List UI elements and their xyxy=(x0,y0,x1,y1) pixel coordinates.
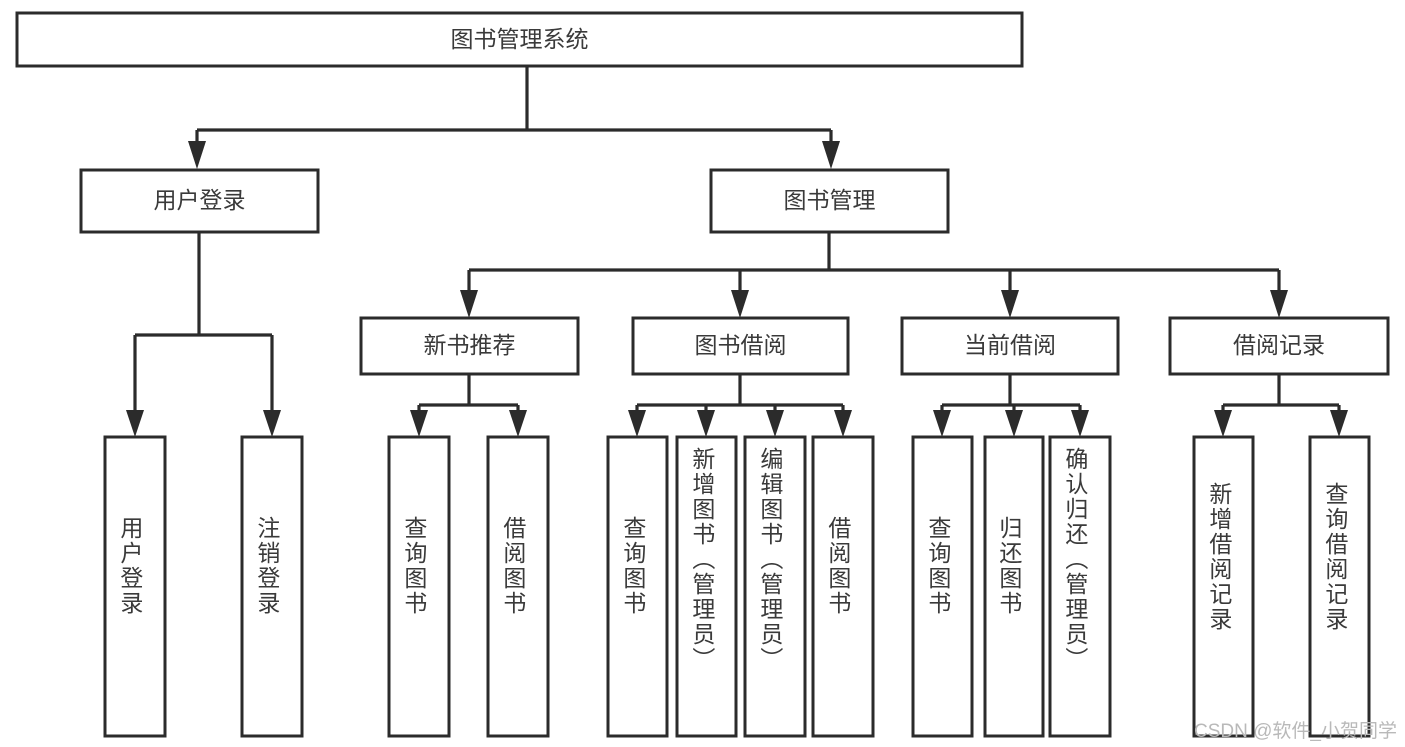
node-new-book-recommend[interactable]: 新书推荐 xyxy=(359,316,580,376)
connector-user-login-to-leaves xyxy=(126,232,281,437)
leaf-query-borrow-record-box[interactable] xyxy=(1308,435,1371,738)
arrow-head-icon xyxy=(1270,290,1288,318)
leaf-query-book-2-box[interactable] xyxy=(606,435,669,738)
connector-new-book-recommend-to-leaves xyxy=(410,374,527,437)
node-book-borrow[interactable]: 图书借阅 xyxy=(631,316,850,376)
leaf-borrow-book-1-label: 借阅图书 xyxy=(499,516,526,616)
leaf-add-book-admin-box[interactable] xyxy=(675,435,738,738)
node-borrow-record-label: 借阅记录 xyxy=(1233,332,1325,358)
arrow-head-icon xyxy=(1001,290,1019,318)
leaf-confirm-return-admin-label: 确认归还（管理员） xyxy=(1061,447,1088,672)
arrow-head-icon xyxy=(509,410,527,437)
arrow-head-icon xyxy=(731,290,749,318)
leaf-query-book-1-label: 查询图书 xyxy=(400,516,427,616)
leaf-logout-login-box[interactable] xyxy=(240,435,304,738)
leaf-add-book-admin-label: 新增图书（管理员） xyxy=(688,447,715,672)
leaf-query-borrow-record-label: 查询借阅记录 xyxy=(1321,482,1348,632)
node-root[interactable]: 图书管理系统 xyxy=(15,11,1024,68)
csdn-watermark: CSDN @软件_小贺同学 xyxy=(1194,721,1397,742)
node-book-borrow-label: 图书借阅 xyxy=(695,332,787,358)
arrow-head-icon xyxy=(1214,410,1232,437)
leaf-edit-book-admin-label: 编辑图书（管理员） xyxy=(756,447,783,672)
leaf-borrow-book-2-label: 借阅图书 xyxy=(824,516,851,616)
node-new-book-recommend-box[interactable] xyxy=(359,316,580,376)
arrow-head-icon xyxy=(126,410,144,437)
arrow-head-icon xyxy=(822,141,840,169)
leaf-borrow-book-1-box[interactable] xyxy=(486,435,550,738)
leaf-logout-login-label: 注销登录 xyxy=(253,516,280,616)
arrow-head-icon xyxy=(460,290,478,318)
leaf-user-login-box[interactable] xyxy=(103,435,167,738)
arrow-head-icon xyxy=(263,410,281,437)
node-book-management-label: 图书管理 xyxy=(784,187,876,213)
leaf-edit-book-admin-box[interactable] xyxy=(743,435,807,738)
arrow-head-icon xyxy=(933,410,951,437)
arrow-head-icon xyxy=(188,141,206,169)
arrow-head-icon xyxy=(766,410,784,437)
node-new-book-recommend-label: 新书推荐 xyxy=(424,332,516,358)
connector-borrow-record-to-leaves xyxy=(1214,374,1348,437)
leaf-query-book-1-box[interactable] xyxy=(387,435,451,738)
leaf-add-borrow-record-label: 新增借阅记录 xyxy=(1205,482,1232,632)
leaf-return-book-label: 归还图书 xyxy=(995,516,1022,616)
arrow-head-icon xyxy=(628,410,646,437)
leaf-add-borrow-record-box[interactable] xyxy=(1192,435,1255,738)
node-user-login[interactable]: 用户登录 xyxy=(79,168,320,234)
leaf-query-book-3-box[interactable] xyxy=(911,435,974,738)
node-borrow-record[interactable]: 借阅记录 xyxy=(1168,316,1390,376)
arrow-head-icon xyxy=(697,410,715,437)
arrow-head-icon xyxy=(834,410,852,437)
leaf-user-login-label: 用户登录 xyxy=(116,516,143,616)
connector-book-management-to-level3 xyxy=(460,232,1288,318)
leaf-query-book-3-label: 查询图书 xyxy=(924,516,951,616)
leaf-query-book-2-label: 查询图书 xyxy=(619,516,646,616)
arrow-head-icon xyxy=(1005,410,1023,437)
arrow-head-icon xyxy=(1330,410,1348,437)
node-book-management[interactable]: 图书管理 xyxy=(709,168,950,234)
leaf-boxes-group xyxy=(103,435,1371,738)
connector-current-borrow-to-leaves xyxy=(933,374,1089,437)
leaf-borrow-book-2-box[interactable] xyxy=(811,435,875,738)
node-user-login-label: 用户登录 xyxy=(154,187,246,213)
connector-root-to-level2 xyxy=(188,66,840,169)
node-root-box[interactable] xyxy=(15,11,1024,68)
node-root-label: 图书管理系统 xyxy=(451,26,589,52)
arrow-head-icon xyxy=(1071,410,1089,437)
arrow-head-icon xyxy=(410,410,428,437)
leaf-confirm-return-admin-box[interactable] xyxy=(1048,435,1112,738)
node-current-borrow-box[interactable] xyxy=(900,316,1120,376)
node-current-borrow-label: 当前借阅 xyxy=(964,332,1056,358)
node-book-borrow-box[interactable] xyxy=(631,316,850,376)
leaf-return-book-box[interactable] xyxy=(983,435,1045,738)
node-current-borrow[interactable]: 当前借阅 xyxy=(900,316,1120,376)
connector-book-borrow-to-leaves xyxy=(628,374,852,437)
